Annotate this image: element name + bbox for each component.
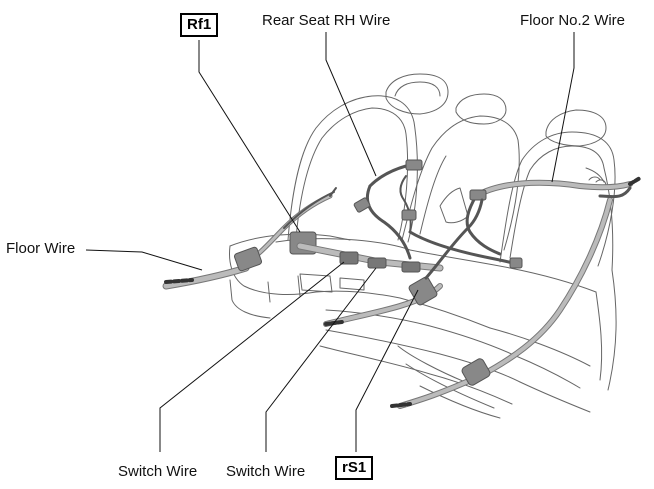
connector-rf1-label: Rf1 (180, 13, 219, 37)
rear-seat-rh-wire-label: Rear Seat RH Wire (262, 12, 391, 29)
floor-no2-wire-label: Floor No.2 Wire (520, 12, 626, 29)
floor-wire-label: Floor Wire (6, 240, 76, 257)
rear-seat-outline (229, 73, 617, 419)
switch-wire-label-1: Switch Wire (118, 463, 198, 480)
wire-harnesses (162, 159, 642, 409)
leader-lines (85, 32, 575, 452)
connector-rs1-label: rS1 (335, 456, 374, 480)
switch-wire-label-2: Switch Wire (226, 463, 306, 480)
